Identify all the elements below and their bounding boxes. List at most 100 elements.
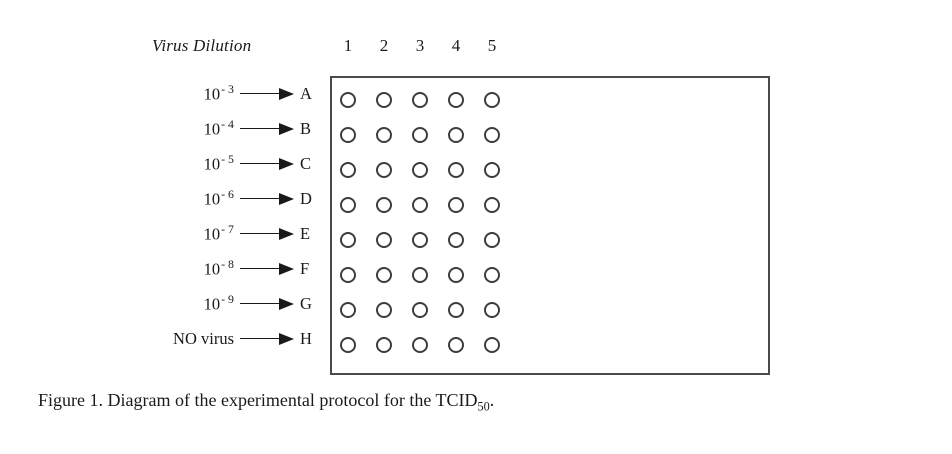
row-letter-d: D xyxy=(300,188,312,208)
dilution-value-e: 10- 7 xyxy=(203,222,234,244)
wells-row-e xyxy=(330,222,510,257)
well-a5[interactable] xyxy=(474,82,510,117)
dilution-value-c: 10- 5 xyxy=(203,152,234,174)
well-h3[interactable] xyxy=(402,327,438,362)
well-circle-icon xyxy=(340,266,356,283)
well-f4[interactable] xyxy=(438,257,474,292)
well-b5[interactable] xyxy=(474,117,510,152)
well-circle-icon xyxy=(412,196,428,213)
arrow-icon xyxy=(240,122,294,135)
dilution-row-label-h: NO virus H xyxy=(0,321,330,356)
wells-grid xyxy=(330,76,510,375)
well-f3[interactable] xyxy=(402,257,438,292)
well-circle-icon xyxy=(448,161,464,178)
well-a2[interactable] xyxy=(366,82,402,117)
dilution-row-label-d: 10- 6 D xyxy=(0,181,330,216)
well-circle-icon xyxy=(448,266,464,283)
well-circle-icon xyxy=(340,336,356,353)
column-header-2: 2 xyxy=(379,36,389,55)
well-circle-icon xyxy=(484,231,500,248)
well-a4[interactable] xyxy=(438,82,474,117)
row-letter-a: A xyxy=(300,83,312,103)
well-circle-icon xyxy=(412,336,428,353)
well-g3[interactable] xyxy=(402,292,438,327)
well-f5[interactable] xyxy=(474,257,510,292)
arrow-icon xyxy=(240,332,294,345)
well-c4[interactable] xyxy=(438,152,474,187)
well-c3[interactable] xyxy=(402,152,438,187)
well-circle-icon xyxy=(448,301,464,318)
well-b2[interactable] xyxy=(366,117,402,152)
dilution-row-label-e: 10- 7 E xyxy=(0,216,330,251)
dilution-row-label-b: 10- 4 B xyxy=(0,111,330,146)
well-circle-icon xyxy=(484,91,500,108)
well-b1[interactable] xyxy=(330,117,366,152)
well-circle-icon xyxy=(376,161,392,178)
well-d4[interactable] xyxy=(438,187,474,222)
column-header-row: 1 2 3 4 5 xyxy=(330,36,510,56)
arrow-icon xyxy=(240,192,294,205)
well-circle-icon xyxy=(376,301,392,318)
well-a3[interactable] xyxy=(402,82,438,117)
well-e2[interactable] xyxy=(366,222,402,257)
wells-row-c xyxy=(330,152,510,187)
row-letter-b: B xyxy=(300,118,312,138)
arrow-icon xyxy=(240,262,294,275)
well-circle-icon xyxy=(340,161,356,178)
well-f2[interactable] xyxy=(366,257,402,292)
well-c1[interactable] xyxy=(330,152,366,187)
wells-row-f xyxy=(330,257,510,292)
wells-row-b xyxy=(330,117,510,152)
well-a1[interactable] xyxy=(330,82,366,117)
dilution-value-b: 10- 4 xyxy=(203,117,234,139)
row-letter-f: F xyxy=(300,258,310,278)
well-b4[interactable] xyxy=(438,117,474,152)
figure-caption: Figure 1. Diagram of the experimental pr… xyxy=(38,390,494,415)
arrow-icon xyxy=(240,157,294,170)
wells-row-a xyxy=(330,82,510,117)
well-d1[interactable] xyxy=(330,187,366,222)
well-d5[interactable] xyxy=(474,187,510,222)
well-circle-icon xyxy=(448,91,464,108)
microplate-box xyxy=(330,76,770,375)
column-header-3: 3 xyxy=(415,36,425,55)
well-circle-icon xyxy=(484,196,500,213)
well-c5[interactable] xyxy=(474,152,510,187)
wells-row-g xyxy=(330,292,510,327)
well-e3[interactable] xyxy=(402,222,438,257)
well-f1[interactable] xyxy=(330,257,366,292)
well-h2[interactable] xyxy=(366,327,402,362)
caption-suffix: . xyxy=(489,390,495,410)
well-circle-icon xyxy=(376,91,392,108)
dilution-value-f: 10- 8 xyxy=(203,257,234,279)
well-circle-icon xyxy=(340,126,356,143)
well-g1[interactable] xyxy=(330,292,366,327)
well-e1[interactable] xyxy=(330,222,366,257)
well-e4[interactable] xyxy=(438,222,474,257)
well-d3[interactable] xyxy=(402,187,438,222)
virus-dilution-heading: Virus Dilution xyxy=(152,36,252,55)
well-g4[interactable] xyxy=(438,292,474,327)
dilution-row-label-f: 10- 8 F xyxy=(0,251,330,286)
well-b3[interactable] xyxy=(402,117,438,152)
column-header-1: 1 xyxy=(343,36,353,55)
row-letter-g: G xyxy=(300,293,312,313)
well-c2[interactable] xyxy=(366,152,402,187)
well-h5[interactable] xyxy=(474,327,510,362)
row-letter-h: H xyxy=(300,328,312,348)
arrow-icon xyxy=(240,227,294,240)
well-circle-icon xyxy=(376,336,392,353)
well-d2[interactable] xyxy=(366,187,402,222)
well-h1[interactable] xyxy=(330,327,366,362)
well-circle-icon xyxy=(412,266,428,283)
dilution-value-a: 10- 3 xyxy=(203,82,234,104)
well-h4[interactable] xyxy=(438,327,474,362)
well-circle-icon xyxy=(484,161,500,178)
well-circle-icon xyxy=(340,91,356,108)
well-circle-icon xyxy=(484,126,500,143)
well-g5[interactable] xyxy=(474,292,510,327)
well-e5[interactable] xyxy=(474,222,510,257)
well-g2[interactable] xyxy=(366,292,402,327)
wells-row-d xyxy=(330,187,510,222)
well-circle-icon xyxy=(448,196,464,213)
